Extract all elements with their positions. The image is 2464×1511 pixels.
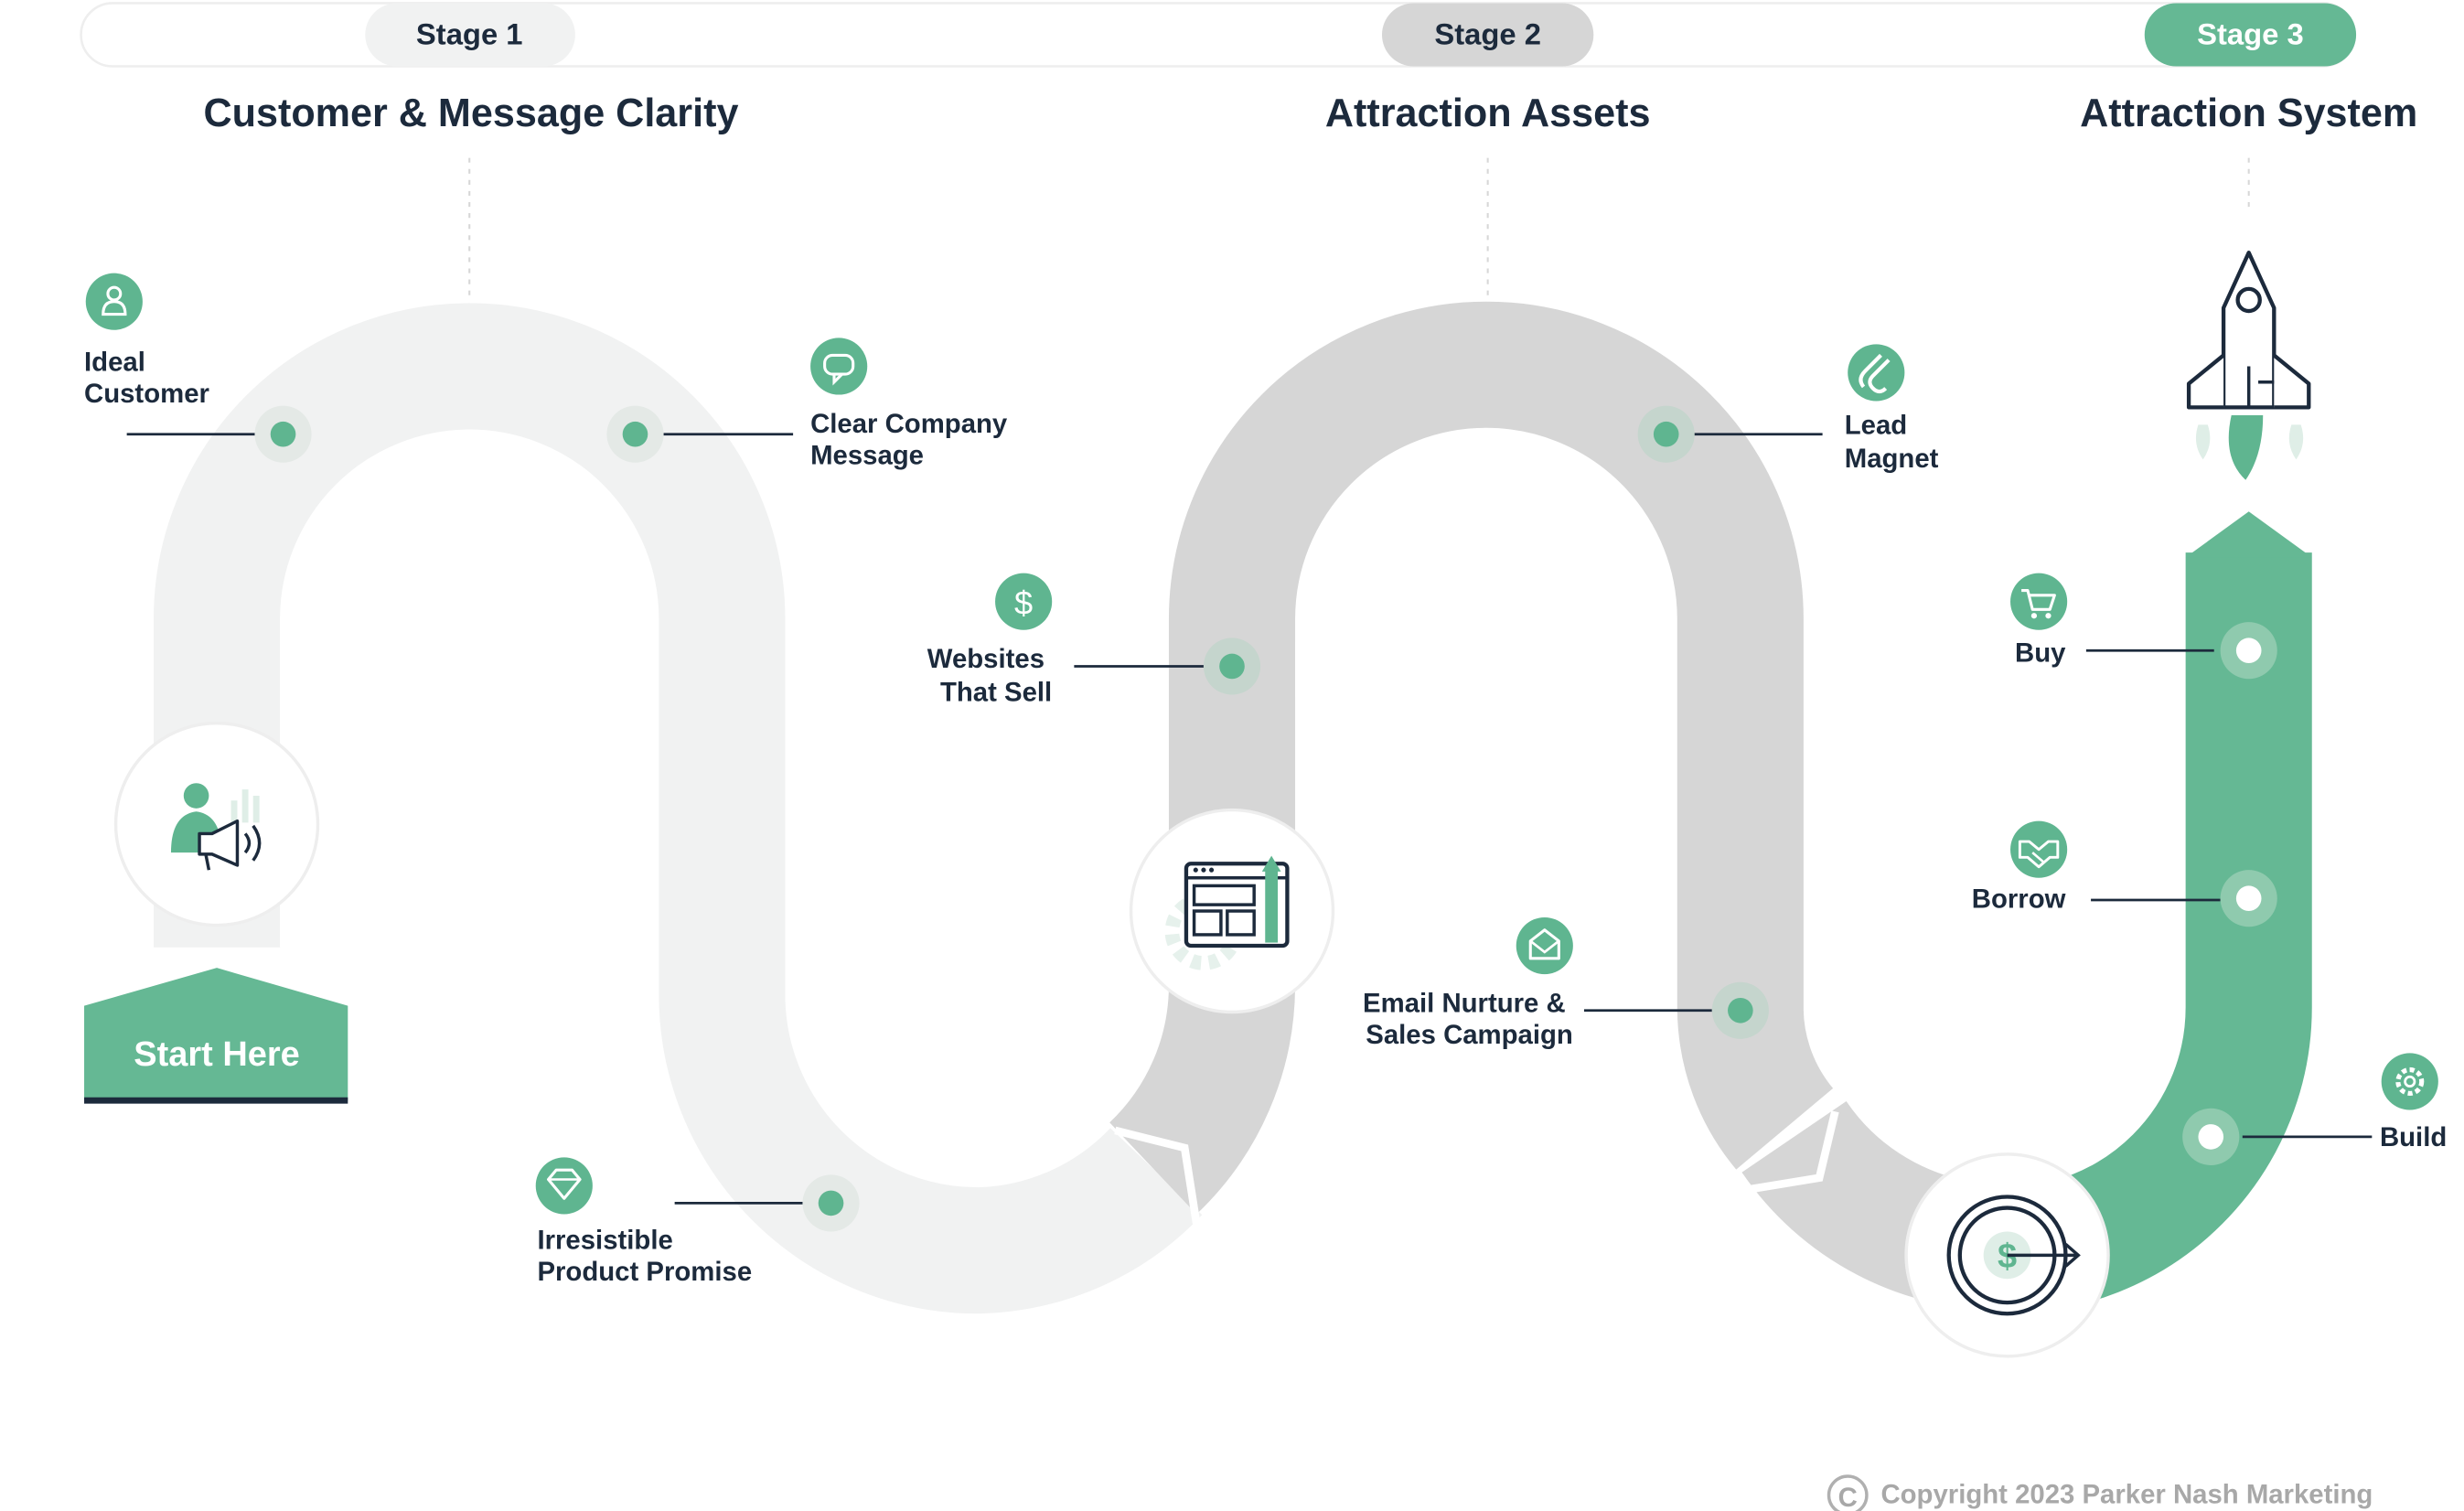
- label-product-promise: Irresistible Product Promise: [537, 1225, 752, 1287]
- stage-2-title: Attraction Assets: [1325, 91, 1651, 135]
- megaphone-icon: [170, 783, 262, 871]
- stage-2-label: Stage 2: [1434, 16, 1541, 50]
- milestone-connectors: [126, 433, 2373, 1205]
- handshake-icon: [2010, 820, 2068, 878]
- start-here-label: Start Here: [134, 1035, 299, 1074]
- stage-3-title: Attraction System: [2080, 91, 2417, 135]
- copyright-notice: C Copyright 2023 Parker Nash Marketing: [1827, 1474, 2373, 1511]
- stage-3-arrow-head: [2185, 511, 2312, 558]
- customer-megaphone-badge: [113, 721, 320, 927]
- journey-track: [153, 301, 2312, 1314]
- svg-text:C: C: [1838, 1483, 1858, 1511]
- stage-2-3-separator: [1741, 1110, 1839, 1195]
- magnet-icon: [1848, 344, 1905, 402]
- stage-1-title: Customer & Message Clarity: [203, 91, 738, 135]
- website-badge: [1129, 808, 1335, 1014]
- label-clear-company-message: Clear Company Message: [810, 409, 1014, 471]
- milestone-dots: [254, 405, 2277, 1232]
- website-browser-icon: [1164, 855, 1290, 970]
- label-websites-that-sell: Websites That Sell: [927, 644, 1052, 707]
- svg-text:$: $: [1998, 1238, 2017, 1276]
- diamond-icon: [535, 1157, 593, 1215]
- label-borrow: Borrow: [1972, 884, 2066, 915]
- chat-bubble-icon: [810, 338, 868, 395]
- stage-1-label: Stage 1: [416, 16, 523, 50]
- cart-icon: [2010, 573, 2068, 630]
- target-dollar-icon: $: [1946, 1195, 2081, 1316]
- dot-email-nurture: [1711, 981, 1769, 1039]
- copyright-text: Copyright 2023 Parker Nash Marketing: [1880, 1479, 2373, 1509]
- dot-clear-company-message: [606, 405, 664, 463]
- svg-text:$: $: [1014, 584, 1033, 622]
- rocket-icon: [2186, 251, 2311, 480]
- dot-websites: [1203, 638, 1261, 695]
- label-build: Build: [2380, 1122, 2447, 1152]
- label-buy: Buy: [2015, 638, 2066, 668]
- copyright-icon: [1827, 1474, 1869, 1511]
- dot-product-promise: [802, 1174, 860, 1232]
- envelope-icon: [1516, 916, 1573, 975]
- title-connectors: [468, 157, 2250, 297]
- label-ideal-customer: Ideal Customer: [84, 348, 209, 410]
- dot-buy: [2220, 622, 2277, 680]
- label-lead-magnet: Lead Magnet: [1845, 411, 1939, 474]
- stage-3-pill[interactable]: Stage 3: [2144, 3, 2357, 67]
- stage-2-pill[interactable]: Stage 2: [1381, 3, 1594, 67]
- person-icon: [85, 273, 143, 330]
- stage-1-2-separator: [1114, 1126, 1202, 1229]
- dot-lead-magnet: [1637, 405, 1695, 463]
- gear-icon: [2381, 1053, 2438, 1110]
- dot-borrow: [2220, 870, 2277, 927]
- dot-build: [2182, 1108, 2240, 1165]
- stage-1-pill[interactable]: Stage 1: [365, 3, 575, 67]
- milestone-labels: Ideal Customer Clear Company Message Irr…: [84, 348, 2447, 1287]
- target-badge: $: [1904, 1152, 2110, 1358]
- stage-3-label: Stage 3: [2197, 16, 2304, 50]
- start-here-button[interactable]: Start Here: [84, 968, 348, 1104]
- dot-ideal-customer: [254, 405, 312, 463]
- stage-1-track: [153, 303, 1203, 1314]
- dollar-icon: $: [995, 573, 1053, 630]
- label-email-nurture: Email Nurture & Sales Campaign: [1363, 989, 1573, 1051]
